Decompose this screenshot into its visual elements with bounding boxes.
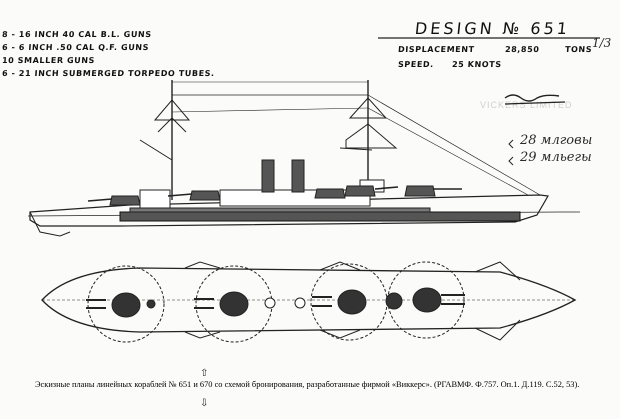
up-arrow-icon: ⇧	[200, 368, 209, 379]
handwritten-note-1: 28 млговы	[520, 133, 593, 148]
vickers-stamp: VICKERS LIMITED	[480, 100, 573, 110]
figure-caption: Эскизные планы линейных кораблей № 651 и…	[35, 380, 580, 389]
margin-note: 1/3	[592, 36, 612, 50]
ship-drawing	[27, 37, 600, 343]
down-arrow-icon: ⇩	[200, 398, 209, 409]
handwritten-note-2: 29 мльегы	[520, 150, 592, 165]
